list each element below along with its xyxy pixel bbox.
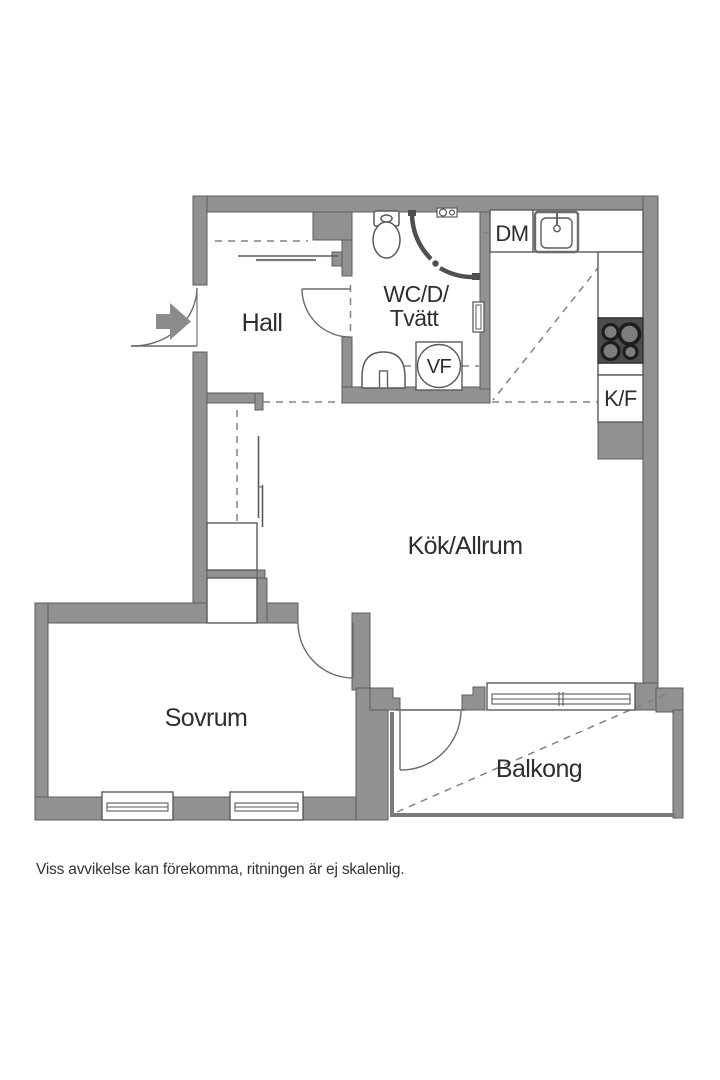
stove-burner-icon — [601, 322, 620, 342]
appliance-label-water-heater: VF — [427, 356, 452, 378]
wall-segment — [642, 195, 659, 689]
balcony-door-arc — [399, 710, 462, 771]
washbasin-tap-icon — [378, 370, 389, 389]
balcony-railing — [390, 712, 675, 817]
wall-segment — [192, 351, 208, 604]
kitchen-counter-right — [597, 362, 644, 376]
wall-segment — [341, 239, 353, 277]
wall-segment — [192, 195, 208, 286]
shower-mixer-icon — [448, 209, 456, 216]
shower-door-icon — [438, 266, 476, 280]
stove-burner-icon — [600, 340, 621, 362]
wall-segment — [254, 392, 264, 411]
wall-segment — [461, 686, 486, 711]
closet-box — [206, 577, 258, 624]
room-label-wc-line2: Tvätt — [390, 305, 440, 331]
toilet-icon — [372, 221, 401, 259]
windows-layer — [101, 682, 636, 821]
wall-segment — [206, 569, 264, 579]
room-label-hall: Hall — [242, 309, 283, 337]
appliance-label-dishwasher: DM — [495, 221, 528, 246]
walls-layer — [34, 195, 684, 821]
kitchen-layer — [489, 209, 644, 423]
appliance-label-fridge-freezer: K/F — [604, 386, 637, 411]
stove-burner-icon — [622, 344, 639, 360]
wc-fixtures — [361, 207, 485, 391]
shower-handle-icon — [432, 260, 439, 267]
kitchen-sink-drain-icon — [553, 224, 561, 233]
balcony-diagonal-dashed — [396, 692, 670, 813]
wall-segment — [256, 577, 268, 624]
wc-door-arc — [301, 288, 351, 338]
wall-segment — [597, 421, 644, 460]
wall-segment — [206, 392, 256, 404]
fridge-freezer-box — [597, 374, 644, 423]
wall-segment — [312, 211, 353, 241]
labels-layer: Hall WC/D/ Tvätt DM K/F VF Kök/Allrum So… — [36, 221, 637, 878]
toilet-icon — [380, 214, 393, 223]
stove-burner-icon — [617, 322, 642, 346]
wall-segment — [672, 709, 684, 819]
room-label-balcony: Balkong — [496, 755, 582, 783]
water-heater-circle — [416, 343, 462, 389]
room-label-wc-line1: WC/D/ — [383, 281, 449, 307]
kitchen-counter-right — [597, 251, 644, 319]
entrance-arrow-icon — [156, 303, 191, 340]
wall-segment — [34, 796, 389, 821]
wall-segment — [34, 602, 49, 821]
wall-segment — [479, 211, 491, 390]
wall-segment — [369, 687, 401, 711]
wall-segment — [331, 251, 343, 267]
wall-segment — [262, 602, 299, 624]
shower-mixer-icon — [438, 208, 448, 217]
shower-end-cap — [472, 273, 480, 280]
washbasin-icon — [361, 351, 406, 389]
closet-box — [206, 522, 258, 571]
wall-segment — [655, 687, 684, 713]
bedroom-door-arc — [297, 622, 354, 679]
room-label-bedroom: Sovrum — [165, 704, 248, 732]
room-label-kitchen: Kök/Allrum — [408, 532, 523, 560]
wall-segment — [34, 602, 211, 624]
shower-door-icon — [409, 213, 433, 261]
shower-end-cap — [408, 210, 416, 216]
doors-layer — [130, 287, 462, 771]
hall-fixtures — [238, 255, 338, 262]
disclaimer-text: Viss avvikelse kan förekomma, ritningen … — [36, 861, 404, 878]
closets-layer — [206, 436, 264, 624]
radiator-icon — [475, 304, 482, 330]
wall-segment — [341, 336, 353, 390]
wall-segment — [351, 612, 371, 691]
